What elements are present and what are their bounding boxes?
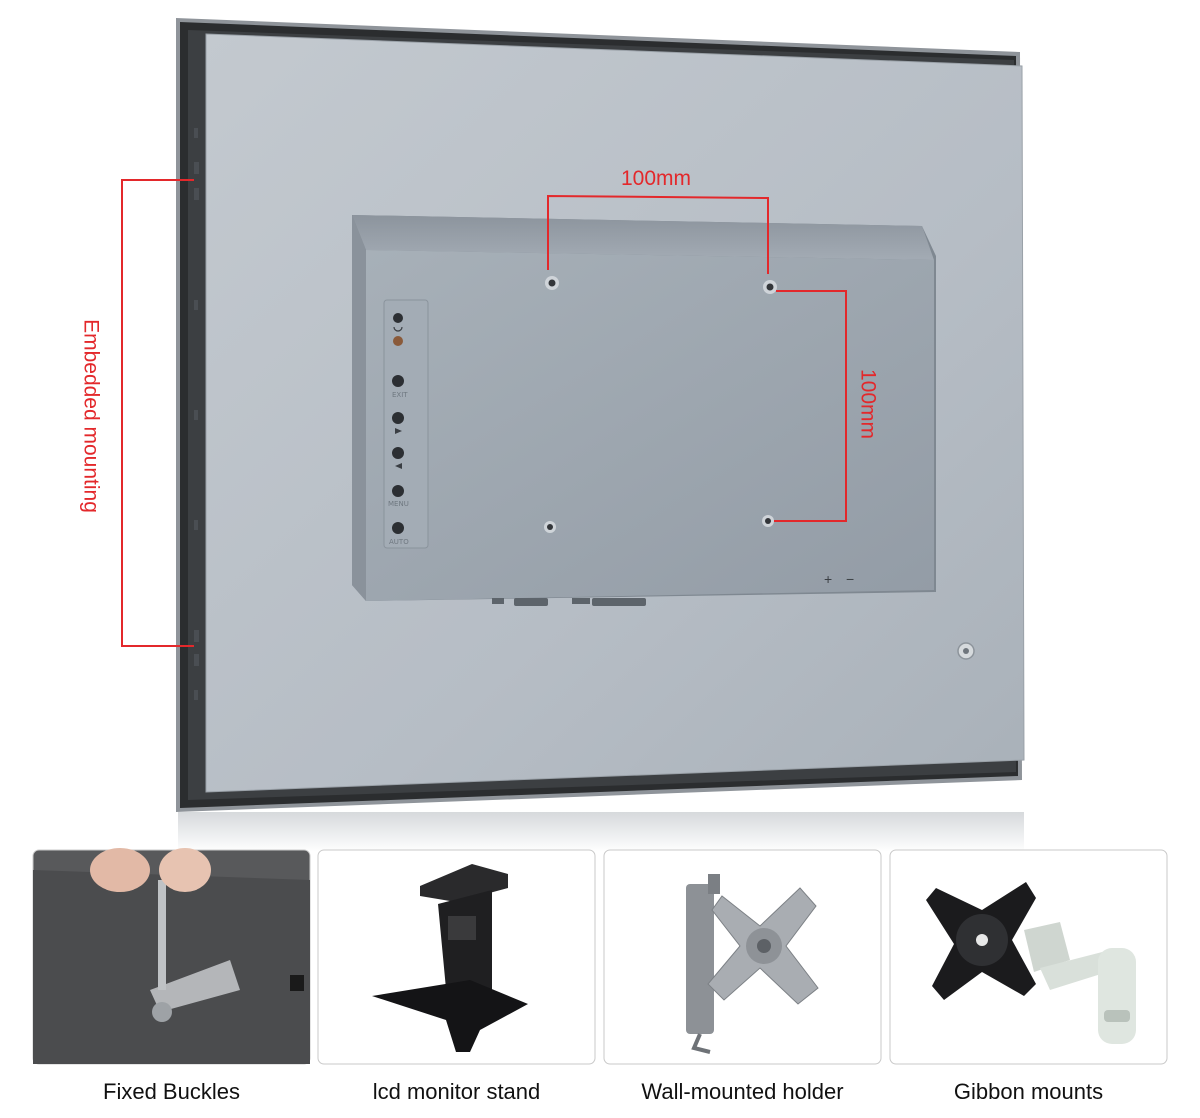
- down-arrow-icon: [395, 428, 402, 434]
- thumb-lcd-monitor-stand: [317, 849, 596, 1065]
- caption-gibbon-mounts: Gibbon mounts: [953, 1079, 1104, 1104]
- minus-mark: −: [846, 571, 854, 587]
- caption-wall-mounted-holder: Wall-mounted holder: [641, 1079, 844, 1104]
- up-arrow-icon: [395, 463, 402, 469]
- vesa-holes: [544, 276, 777, 533]
- power-icon: [393, 326, 403, 332]
- dimension-lines: [121, 179, 847, 647]
- left-mount-slots: [194, 128, 199, 700]
- thumb-gibbon-mounts: [889, 849, 1168, 1065]
- rear-housing: [352, 215, 936, 601]
- osd-label-exit: EXIT: [392, 391, 408, 399]
- osd-label-menu: MENU: [388, 500, 409, 508]
- plus-mark: +: [824, 571, 832, 587]
- io-connectors: [492, 598, 646, 606]
- thumb-wall-mounted-holder: [603, 849, 882, 1065]
- floor-reflection: [178, 812, 1024, 852]
- horizontal-spacing-label: 100mm: [621, 167, 692, 190]
- osd-label-auto: AUTO: [389, 538, 409, 546]
- osd-button-strip: [383, 299, 429, 549]
- caption-lcd-monitor-stand: lcd monitor stand: [372, 1079, 541, 1104]
- caption-fixed-buckles: Fixed Buckles: [103, 1079, 240, 1104]
- thumb-fixed-buckles: [32, 848, 311, 1065]
